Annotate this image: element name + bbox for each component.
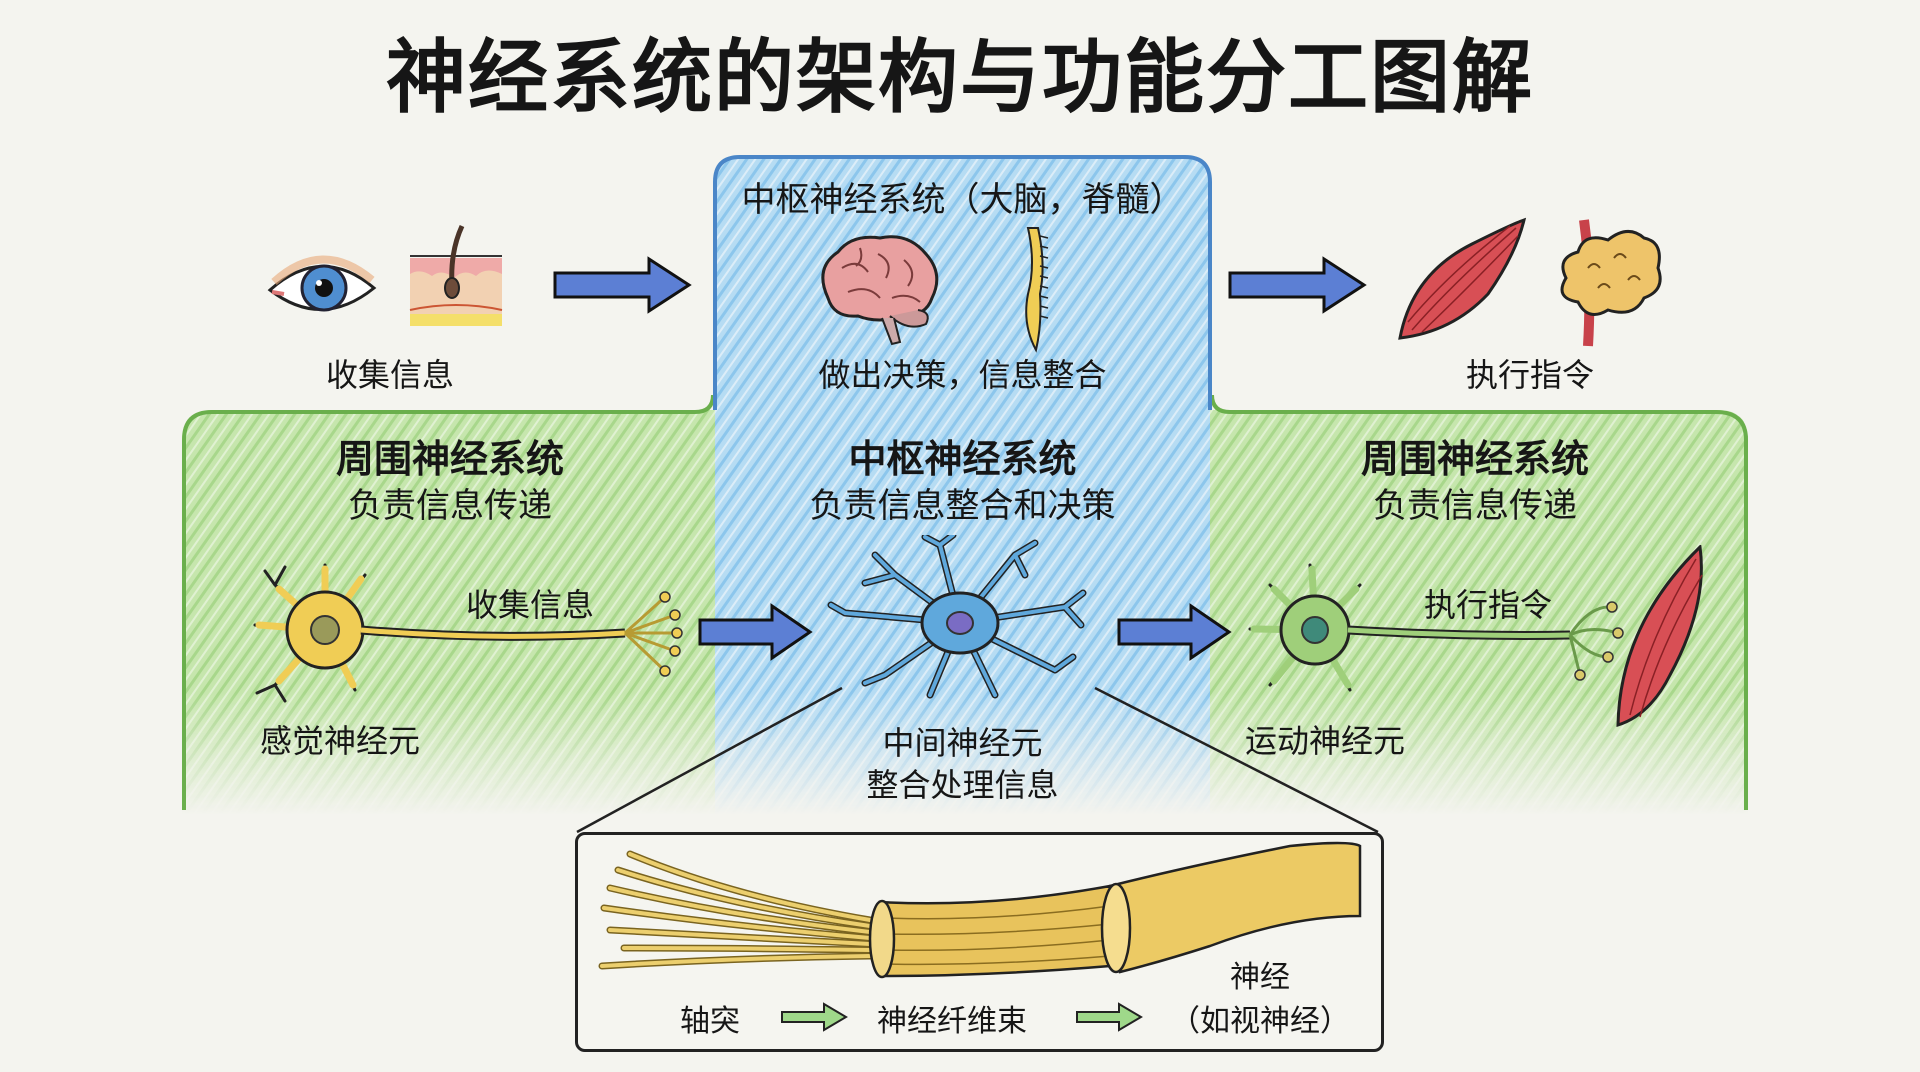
page-title: 神经系统的架构与功能分工图解 <box>386 31 1534 124</box>
inset-step-nerve: 神经 <box>1230 960 1290 995</box>
center-cns-subtitle: 负责信息整合和决策 <box>809 486 1116 526</box>
left-pns-subtitle: 负责信息传递 <box>348 486 552 526</box>
input-label: 收集信息 <box>325 356 454 394</box>
spinal-cord-icon <box>1025 227 1049 353</box>
motor-neuron-icon <box>1248 545 1703 728</box>
brain-icon <box>821 235 939 346</box>
sensory-neuron-icon <box>253 563 683 703</box>
skin-hair-icon <box>409 224 503 326</box>
inset-arrow-1-icon <box>781 1002 848 1032</box>
right-pns-title: 周围神经系统 <box>1360 437 1589 481</box>
cns-box-title: 中枢神经系统（大脑，脊髓） <box>741 180 1184 220</box>
inset-step-fiber-bundle: 神经纤维束 <box>877 1004 1027 1039</box>
arrow-inter-to-motor-icon <box>1117 603 1232 661</box>
output-label: 执行指令 <box>1465 356 1594 394</box>
sensory-neuron-label: 感觉神经元 <box>259 722 420 760</box>
arrow-to-cns-icon <box>553 256 692 314</box>
interneuron-icon <box>827 535 1087 699</box>
motor-axon-label: 执行指令 <box>1423 586 1552 624</box>
inset-step-note: （如视神经） <box>1170 1004 1350 1039</box>
inset-step-axon: 轴突 <box>680 1004 740 1039</box>
motor-neuron-label: 运动神经元 <box>1244 722 1405 760</box>
inset-arrow-2-icon <box>1076 1002 1143 1032</box>
left-pns-title: 周围神经系统 <box>335 437 564 481</box>
cns-box-label: 做出决策，信息整合 <box>818 356 1107 394</box>
interneuron-caption: 整合处理信息 <box>866 766 1059 804</box>
sensory-axon-label: 收集信息 <box>465 586 594 624</box>
nerve-bundle-icon <box>598 841 1362 979</box>
right-pns-subtitle: 负责信息传递 <box>1373 486 1577 526</box>
arrow-to-effectors-icon <box>1228 256 1367 314</box>
interneuron-label: 中间神经元 <box>882 724 1043 762</box>
muscle-icon <box>1398 217 1527 340</box>
eye-icon <box>267 255 377 312</box>
gland-icon <box>1560 219 1662 347</box>
arrow-sensory-to-inter-icon <box>698 603 813 661</box>
cns-region <box>715 155 1210 815</box>
center-cns-title: 中枢神经系统 <box>848 437 1077 481</box>
